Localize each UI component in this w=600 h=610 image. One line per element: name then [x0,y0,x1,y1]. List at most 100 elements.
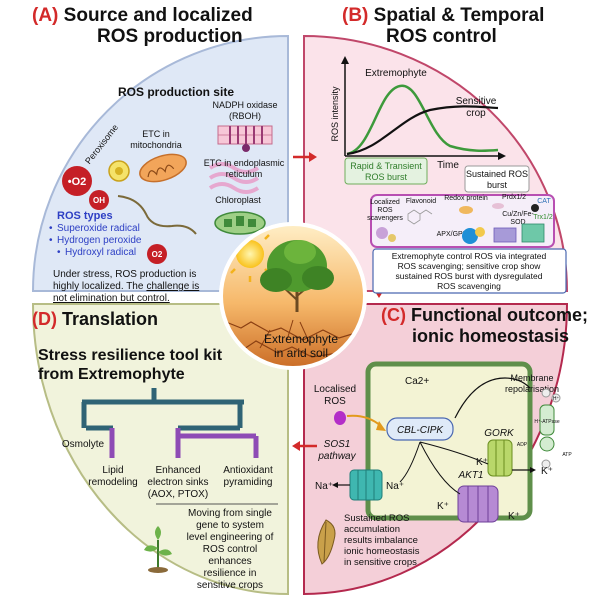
sensitive-label-1: Sensitive [456,96,497,107]
panel-b-summary-1: Extremophyte control ROS via integrated [392,251,547,261]
sprout-icon [144,526,172,573]
ros-site-title: ROS production site [118,85,234,99]
ros-types-title: ROS types [57,210,113,222]
panel-a-note-2b: challenge is [146,281,199,292]
mitochondria-icon [139,153,187,183]
osmolyte-label: Osmolyte [62,439,105,450]
ros-type-bullet: • [49,235,53,246]
cell-compartment [365,361,533,521]
moving-label-6: resilience in [204,568,257,579]
panel-c-sustained-5: in sensitive crops [344,557,417,568]
panel-a-note-3: not elimination but control. [53,293,170,304]
ros-type-item: Superoxide radical [57,223,140,234]
gork-channel-icon [487,439,513,477]
membrane-strand [117,195,197,235]
moving-label-2: gene to system [196,520,264,531]
panel-c-header: (C) Functional outcome; [381,306,588,325]
panel-b-title-1: Spatial & Temporal [373,5,545,26]
panel-a-note-2a: highly localized. The [53,281,144,292]
arrow-c-to-d [292,441,317,451]
moving-label-1: Moving from single [188,508,272,519]
ros-type-bullet: • [57,247,61,258]
scavengers-label-1: Localized [370,199,400,206]
etc-er-label-1: ETC in endoplasmic [204,158,285,168]
panel-b-summary-box [372,248,567,294]
nadph-label-1: NADPH oxidase [212,100,277,110]
toolkit-title-1: Stress resilience tool kit [38,347,223,364]
redox-protein-label: Redox protein [444,195,488,202]
na-out-label: Na⁺ [315,481,333,492]
panel-d-title: Translation [62,309,159,329]
sensitive-crop-curve [346,105,499,156]
center-label-2: in arid soil [274,346,328,360]
cbl-cipk-label: CBL-CIPK [397,425,444,436]
etc-er-label-2: reticulum [226,169,263,179]
k-out-label-1: K⁺ [541,466,553,477]
proton-label: H⁺ [553,396,560,402]
akt1-label: AKT1 [457,470,483,481]
panel-b-summary-4: ROS scavenging [437,281,501,291]
apx-gpx-label: APX/GPX [437,231,468,238]
etc-mito-label-1: ETC in [142,129,170,139]
gork-label: GORK [484,428,515,439]
scavengers-label-3: scavengers [367,215,403,222]
panel-a-header: (A) Source and localized [32,6,253,26]
cbl-cipk-box [386,417,454,441]
center-extremophyte-illustration [219,222,367,370]
ros-type-item: Hydrogen peroxide [57,235,142,246]
panel-c-sustained-1: Sustained ROS [344,513,409,524]
panel-b-summary-3: sustained ROS burst with dysregulated [396,271,543,281]
panel-c-letter: (C) [381,305,406,325]
akt1-channel-icon [457,485,499,523]
localised-ros-dot [334,411,346,425]
na-efflux-arrowhead [332,482,338,488]
k-in-label-2: K⁺ [437,501,449,512]
panel-a-title-2: ROS production [97,26,243,47]
panel-b-title-2: ROS control [386,26,497,47]
calcium-label: Ca2+ [405,376,429,387]
panel-b-header: (B) Spatial & Temporal [342,6,544,26]
shrub-icon [260,240,334,312]
sinks-label-3: (AOX, PTOX) [148,489,208,500]
superoxide-small-icon [147,244,167,264]
rapid-burst-box [344,157,428,185]
cuzn-sod-label-2: SOD [510,219,525,226]
chloroplast-icon [214,211,266,235]
toolkit-tree [81,388,259,458]
hydroxyl-label: OH [93,196,105,205]
scavengers-label-2: ROS [377,207,393,214]
ros-type-bullet: • [49,223,53,234]
lipid-label-1: Lipid [102,465,123,476]
sinks-label-1: Enhanced [155,465,200,476]
cuzn-sod-label-1: Cu/Zn/Fe- [502,211,534,218]
localised-ros-label-1: Localised [314,384,356,395]
na-in-label: Na⁺ [386,481,404,492]
ros-type-item: Hydroxyl radical [65,247,136,258]
rapid-burst-label-1: Rapid & Transient [350,161,422,171]
panel-c-title-1: Functional outcome; [411,305,589,325]
chloroplast-label: Chloroplast [215,195,261,205]
panel-c-sustained-4: ionic homeostasis [344,546,420,557]
rapid-burst-label-2: ROS burst [365,172,408,182]
cat-label: CAT [537,198,551,205]
lipid-label-2: remodeling [88,477,137,488]
sinks-label-2: electron sinks [147,477,208,488]
sustained-burst-box [464,165,530,193]
sustained-burst-label-2: burst [487,180,508,190]
moving-label-5: enhances [208,556,251,567]
atp-label: ATP [562,452,572,458]
atpase-label: H⁺-ATPase [534,419,560,425]
wilted-leaf-icon [317,519,336,565]
antioxidant-label-1: Antioxidant [223,465,273,476]
toolkit-title-2: from Extremophyte [38,366,185,383]
ros-intensity-chart [341,56,506,160]
extremophyte-label: Extremophyte [365,68,427,79]
sos1-label-2: pathway [317,451,356,462]
flavonoid-label: Flavonoid [406,198,436,205]
repolarisation-arrow [454,377,531,419]
k-efflux-arrowhead [530,467,536,473]
moving-label-4: ROS control [203,544,257,555]
superoxide-big-label: •O2 [68,176,87,188]
hydroxyl-icon [89,190,109,210]
